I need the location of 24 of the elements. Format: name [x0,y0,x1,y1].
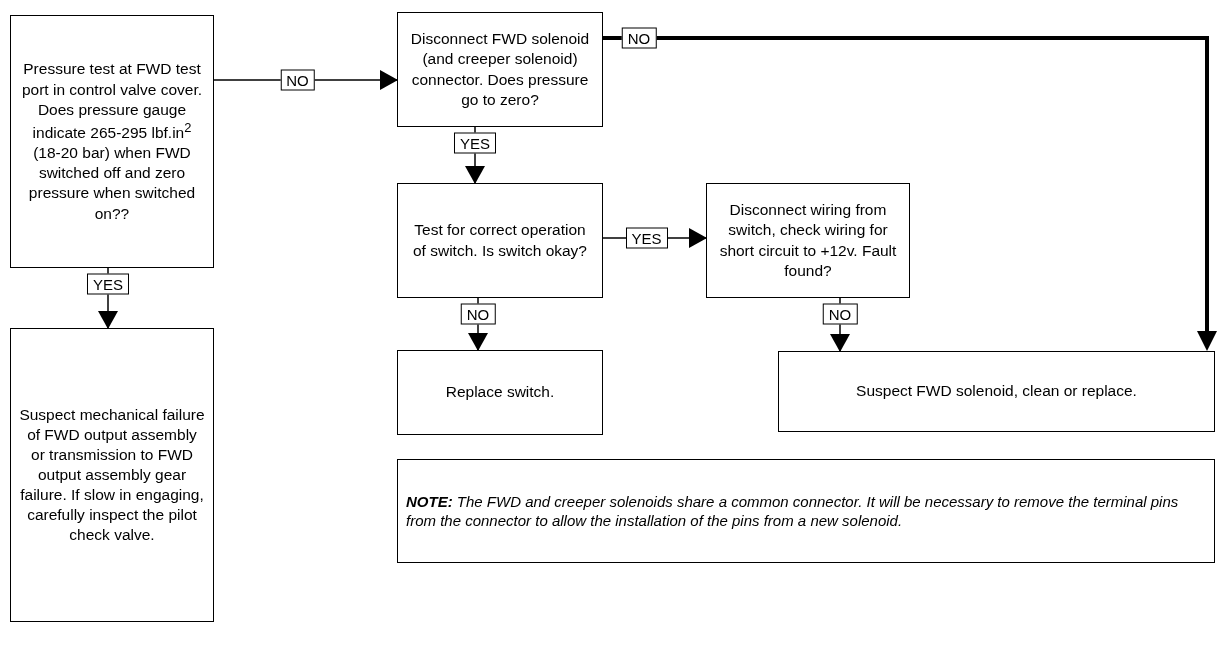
process-box [778,351,1215,432]
note-box [397,459,1215,563]
edge-label: NO [460,303,496,325]
note-text: NOTE: The FWD and creeper solenoids share a common connector. It will be necessary to remove the terminal pins from the connector to allow the installation of the pins from a new solenoid. [406,491,1180,531]
process-box [397,12,603,127]
edge-label: NO [280,69,315,91]
edge-label: NO [621,27,657,49]
edge-label: YES [454,132,496,154]
box-text: Disconnect FWD solenoid (and creeper solenoid) connector. Does pressure go to zero? [409,29,591,110]
edge-label: NO [822,303,858,325]
box-text: Test for correct operation of switch. Is switch okay? [412,220,588,261]
edge-label: YES [87,273,129,295]
process-box [397,350,603,435]
box-text: Pressure test at FWD test port in control valve cover. Does pressure gauge indicate 265-295 lbf.in$^{2}$ (18-20 bar) when FWD switched off and zero pressure when switched on?? [20,59,204,224]
arrow [603,36,1217,351]
process-box [10,328,214,622]
process-box [397,183,603,298]
process-box [10,15,214,268]
edge-label: YES [625,227,668,249]
box-text: Replace switch. [445,382,555,403]
box-text: Suspect FWD solenoid, clean or replace. [856,381,1137,402]
box-text: Disconnect wiring from switch, check wiring for short circuit to +12v. Fault found? [718,200,898,281]
box-text: Suspect mechanical failure of FWD output assembly or transmission to FWD output assembly gear failure. If slow in engaging, carefully inspect the pilot check valve. [19,404,205,546]
process-box [706,183,910,298]
